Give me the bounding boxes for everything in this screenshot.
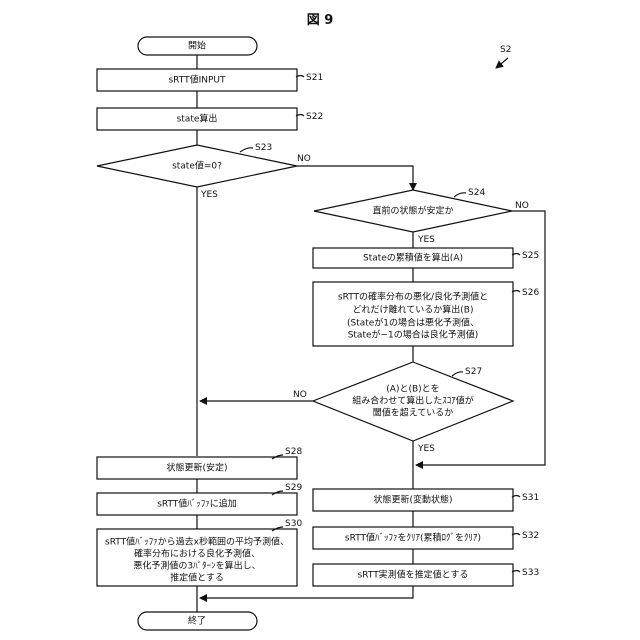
decision-s23: state値=0? S23 [97,143,297,187]
start-label: 開始 [188,40,206,52]
s26-id: S26 [522,288,539,298]
s29-text: sRTT値ﾊﾞｯﾌｧに追加 [157,498,237,510]
s26-line-1: sRTTの確率分布の悪化/良化予測値と [338,291,488,303]
end-terminal: 終了 [138,612,257,630]
start-terminal: 開始 [138,37,257,55]
s24-no-label: NO [515,201,529,211]
s33-text: sRTT実測値を推定値とする [358,569,469,581]
s27-yes-label: YES [417,444,435,454]
s24-id: S24 [468,188,485,198]
s27-id: S27 [465,367,482,377]
decision-s27: (A)と(B)とを 組み合わせて算出したｽｺｱ値が 閾値を超えているか S27 [313,362,513,441]
decision-s24: 直前の状態が安定か S24 [314,188,512,232]
s33-id: S33 [522,568,539,578]
s27-line-1: (A)と(B)とを [386,384,439,395]
s31-id: S31 [522,493,539,503]
step-s32: sRTT値ﾊﾞｯﾌｧをｸﾘｱ(累積ﾛｸﾞをｸﾘｱ) S32 [313,527,539,549]
s30-id: S30 [285,519,302,529]
s30-line-3: 悪化予測値の3ﾊﾟﾀｰﾝを算出し、 [133,560,260,572]
s22-text: state算出 [177,113,218,125]
step-s22: state算出 S22 [97,108,323,130]
s23-no-label: NO [297,154,311,164]
s30-line-4: 推定値とする [170,572,224,584]
s23-yes-label: YES [200,190,218,200]
s22-id: S22 [306,112,323,122]
s29-id: S29 [285,483,302,493]
s24-yes-label: YES [417,235,435,245]
s30-line-2: 確率分布における良化予測値、 [134,548,260,560]
edge-s23-no-s24 [297,166,413,190]
end-label: 終了 [188,615,206,627]
step-s30: sRTT値ﾊﾞｯﾌｧから過去x秒範囲の平均予測値、 確率分布における良化予測値、… [97,519,302,586]
step-s26: sRTTの確率分布の悪化/良化予測値と どれだけ離れているか算出(B) (Sta… [313,282,539,346]
s21-text: sRTT値INPUT [168,74,226,86]
step-s29: sRTT値ﾊﾞｯﾌｧに追加 S29 [97,483,302,515]
s27-no-label: NO [293,390,307,400]
edge-s33-end [200,586,413,598]
figure-ref-label: S2 [500,45,511,55]
s28-id: S28 [285,447,302,457]
s30-line-1: sRTT値ﾊﾞｯﾌｧから過去x秒範囲の平均予測値、 [105,536,289,548]
step-s31: 状態更新(変動状態) S31 [313,489,539,511]
s23-text: state値=0? [172,160,222,172]
s23-id: S23 [255,143,272,153]
step-s25: Stateの累積値を算出(A) S25 [313,248,539,268]
s32-text: sRTT値ﾊﾞｯﾌｧをｸﾘｱ(累積ﾛｸﾞをｸﾘｱ) [345,532,481,544]
s25-text: Stateの累積値を算出(A) [363,252,463,264]
figure-ref-arrow [496,58,508,68]
s26-line-2: どれだけ離れているか算出(B) [353,304,474,316]
step-s21: sRTT値INPUT S21 [97,69,323,91]
s31-text: 状態更新(変動状態) [373,494,452,506]
figure-title: 図 9 [307,13,334,28]
s32-id: S32 [522,531,539,541]
s24-text: 直前の状態が安定か [372,205,453,217]
s26-line-4: Stateが−1の場合は良化予測値) [348,329,479,341]
s27-line-2: 組み合わせて算出したｽｺｱ値が [352,395,474,407]
s28-text: 状態更新(安定) [166,462,227,474]
s21-id: S21 [306,73,323,83]
step-s28: 状態更新(安定) S28 [97,447,302,479]
s26-line-3: (Stateが1の場合は悪化予測値、 [347,317,479,329]
step-s33: sRTT実測値を推定値とする S33 [313,564,539,586]
s25-id: S25 [522,251,539,261]
s27-line-3: 閾値を超えているか [373,407,454,419]
